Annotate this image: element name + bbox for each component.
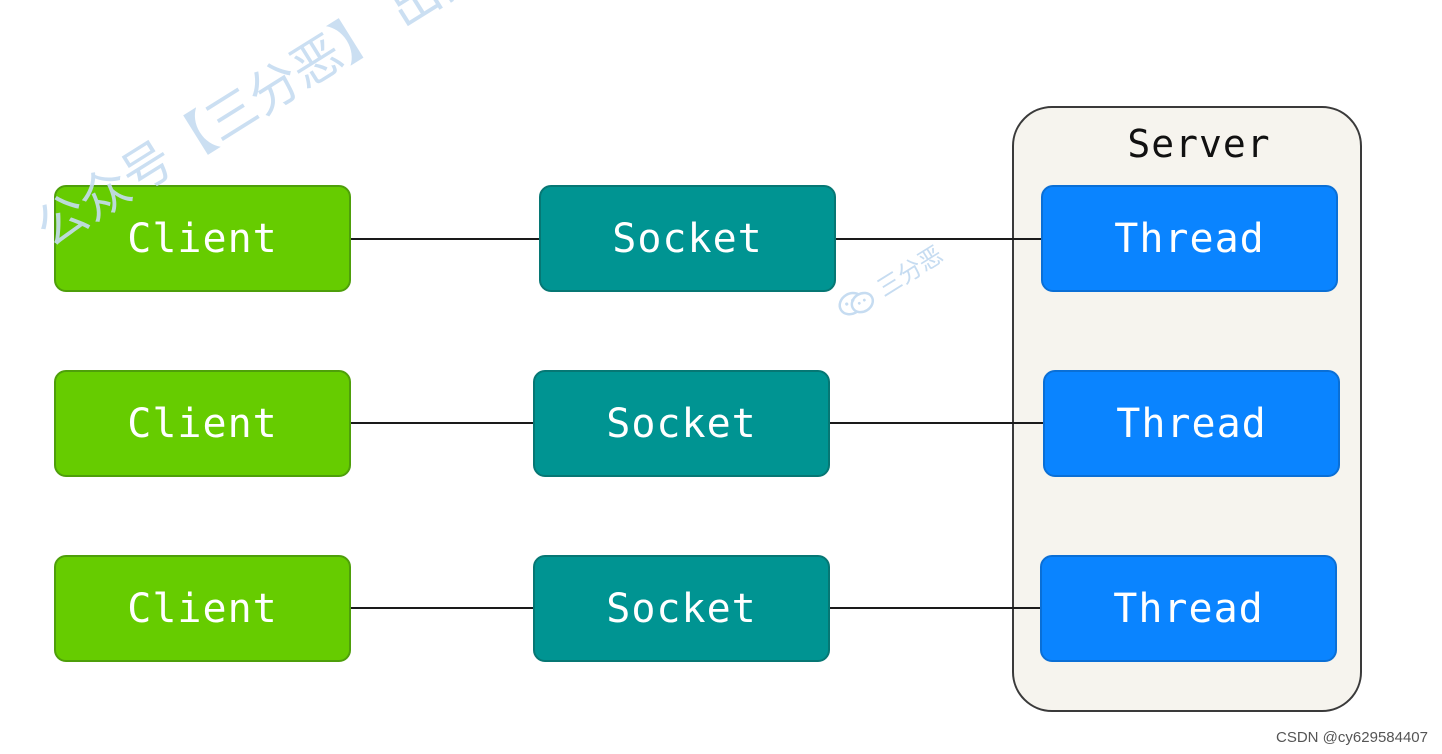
socket-node: Socket [533, 370, 830, 477]
connector-socket-thread-2 [830, 422, 1044, 424]
socket-node: Socket [533, 555, 830, 662]
thread-node: Thread [1040, 555, 1337, 662]
watermark-small-text: 三分恶 [872, 240, 949, 303]
connector-socket-thread-1 [836, 238, 1042, 240]
connector-client-socket-2 [350, 422, 534, 424]
client-node: Client [54, 555, 351, 662]
client-node: Client [54, 370, 351, 477]
wechat-icon [831, 279, 881, 326]
socket-node: Socket [539, 185, 836, 292]
connector-socket-thread-3 [830, 607, 1042, 609]
credit-text: CSDN @cy629584407 [1276, 729, 1428, 746]
watermark-small: 三分恶 [830, 235, 949, 327]
server-title: Server [1127, 122, 1271, 166]
client-node: Client [54, 185, 351, 292]
thread-node: Thread [1041, 185, 1338, 292]
connector-client-socket-3 [350, 607, 534, 609]
connector-client-socket-1 [350, 238, 540, 240]
thread-node: Thread [1043, 370, 1340, 477]
